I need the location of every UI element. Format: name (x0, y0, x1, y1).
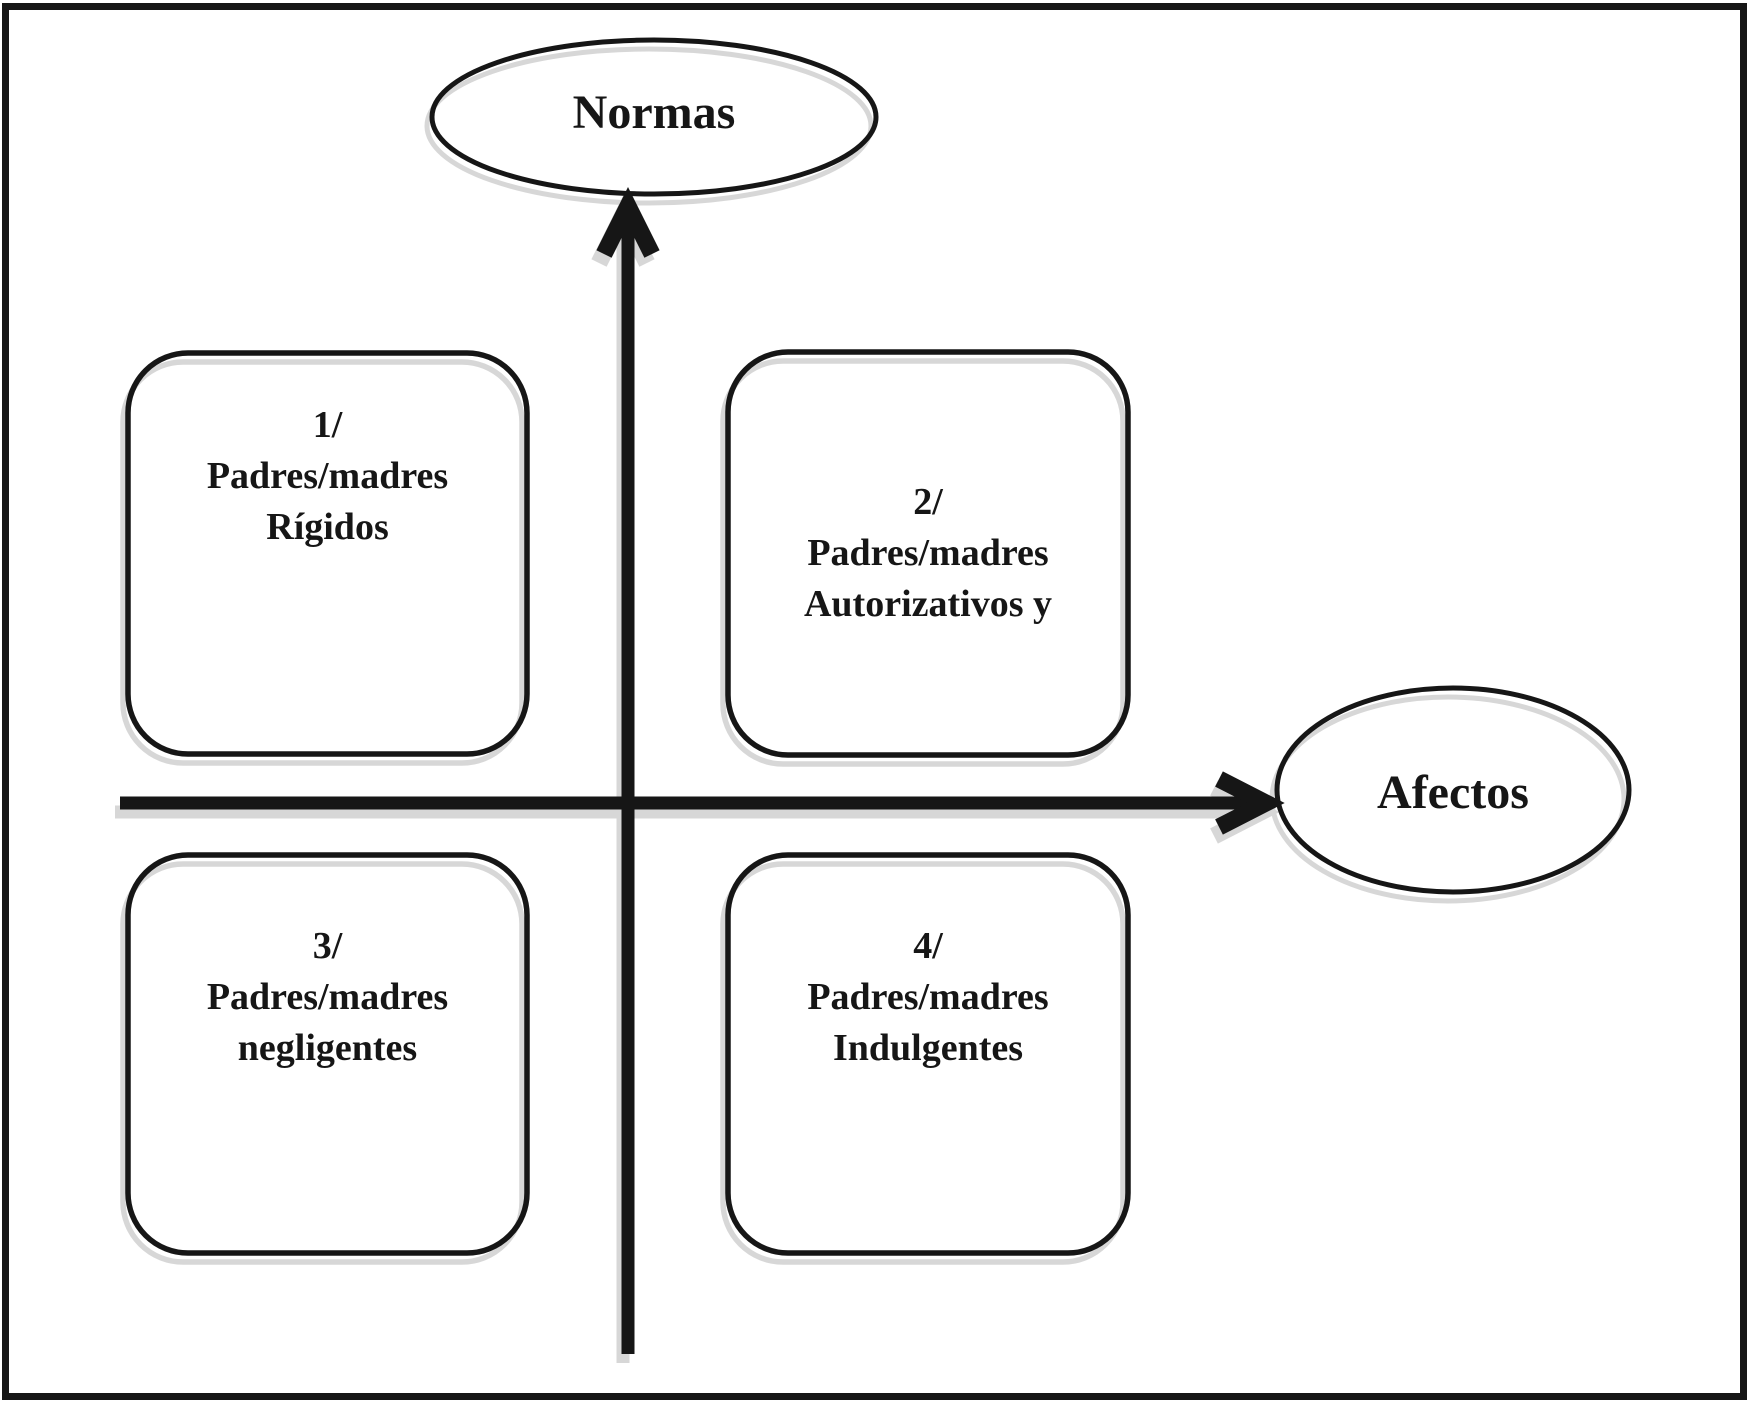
horizontal-axis-label: Afectos (1377, 766, 1529, 819)
normas-ellipse (429, 37, 879, 197)
quadrant-4-label: 4/ Padres/madres Indulgentes (728, 921, 1128, 1074)
quadrant-4-box (725, 852, 1131, 1256)
vertical-axis-label: Normas (572, 86, 736, 139)
quadrant-2-label: 2/ Padres/madres Autorizativos y (728, 477, 1128, 630)
quadrant-2-text-line1: Padres/madres (807, 532, 1049, 574)
quadrant-4-number: 4/ (913, 925, 943, 967)
quadrant-4-text-line2: Indulgentes (832, 1027, 1024, 1069)
quadrant-1-number: 1/ (312, 404, 343, 446)
quadrant-2-box (725, 349, 1131, 758)
vertical-axis-arrowhead-icon (596, 186, 660, 258)
quadrant-3-number: 3/ (312, 925, 343, 967)
quadrant-1-box (125, 350, 530, 757)
quadrant-3-text-line2: negligentes (237, 1027, 418, 1069)
quadrant-3-box (125, 852, 530, 1256)
quadrant-3-label: 3/ Padres/madres negligentes (128, 921, 527, 1074)
quadrant-1-text-line2: Rígidos (266, 506, 389, 548)
quadrant-3-text-line1: Padres/madres (206, 976, 449, 1018)
afectos-ellipse (1274, 685, 1632, 895)
quadrant-4-text-line1: Padres/madres (807, 976, 1049, 1018)
quadrant-2-text-line2: Autorizativos y (803, 583, 1053, 625)
quadrant-2-number: 2/ (913, 481, 943, 523)
quadrant-1-text-line1: Padres/madres (206, 455, 449, 497)
horizontal-axis-arrowhead-icon (1215, 771, 1285, 835)
quadrant-1-label: 1/ Padres/madres Rígidos (128, 400, 527, 553)
outer-frame (2, 3, 1747, 1400)
